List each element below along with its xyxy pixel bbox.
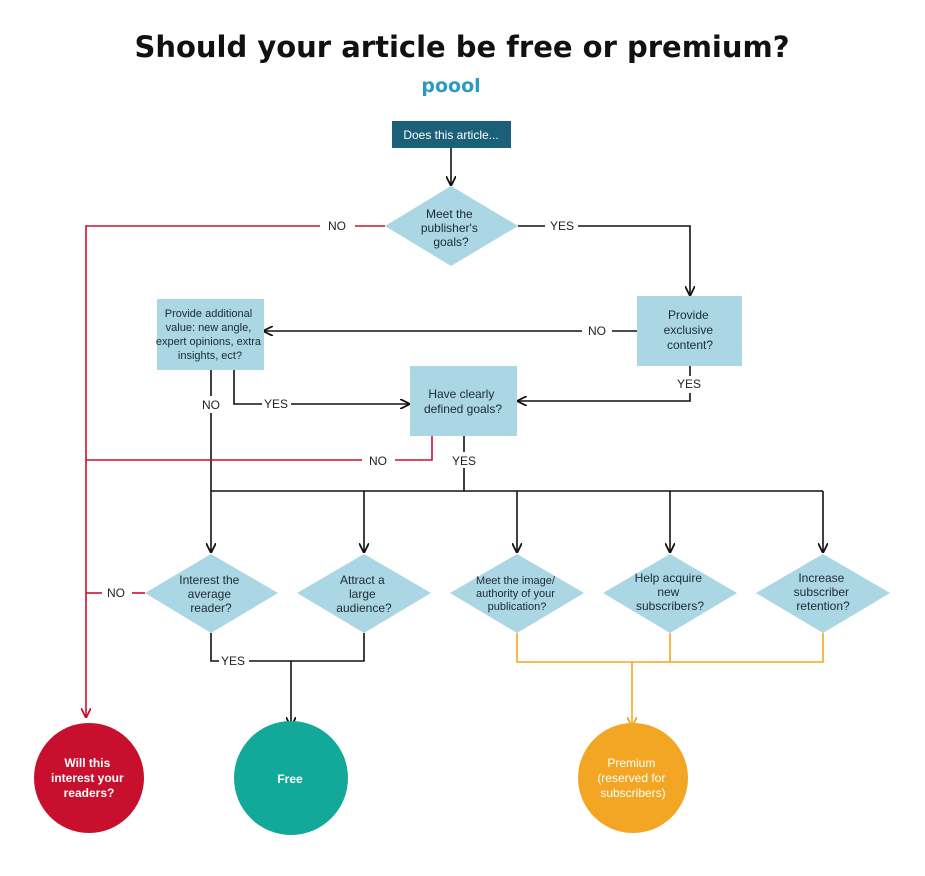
edge-label-free-yes: YES bbox=[221, 654, 245, 668]
free-terminal-label: Free bbox=[277, 772, 303, 786]
page-title: Should your article be free or premium? bbox=[134, 30, 789, 64]
retention-diamond bbox=[756, 554, 890, 633]
edge-label-exclusive-no: NO bbox=[588, 324, 606, 338]
edge-label-interest-no: NO bbox=[107, 586, 125, 600]
start-label: Does this article... bbox=[403, 128, 498, 142]
edge-label-goals-no: NO bbox=[328, 219, 346, 233]
start-box bbox=[392, 121, 511, 148]
red-connectors bbox=[86, 225, 433, 717]
additional-value-label: Provide additional value: new angle, exp… bbox=[156, 308, 264, 362]
interest-label: Interest the average reader? bbox=[179, 573, 242, 615]
image-diamond bbox=[450, 554, 584, 633]
image-label: Meet the image/ authority of your public… bbox=[476, 575, 558, 613]
readers-terminal bbox=[34, 723, 144, 833]
goals-diamond bbox=[385, 186, 518, 266]
edge-label-defined-yes: YES bbox=[452, 454, 476, 468]
attract-label: Attract a large audience? bbox=[336, 573, 392, 615]
premium-terminal bbox=[578, 723, 688, 833]
attract-diamond bbox=[297, 554, 431, 633]
defined-goals-label: Have clearly defined goals? bbox=[424, 387, 502, 416]
edge-label-exclusive-yes: YES bbox=[677, 377, 701, 391]
goals-label: Meet the publisher's goals? bbox=[421, 207, 481, 249]
edge-label-additional-yes: YES bbox=[264, 397, 288, 411]
poool-logo: poool bbox=[421, 75, 480, 97]
exclusive-box bbox=[637, 296, 742, 366]
exclusive-label: Provide exclusive content? bbox=[664, 308, 717, 352]
readers-terminal-label: Will this interest your readers? bbox=[51, 756, 127, 800]
additional-value-box bbox=[157, 299, 264, 370]
edge-label-defined-no: NO bbox=[369, 454, 387, 468]
interest-diamond bbox=[145, 554, 278, 633]
orange-connectors bbox=[516, 633, 824, 726]
acquire-diamond bbox=[603, 554, 737, 633]
premium-terminal-label: Premium (reserved for subscribers) bbox=[597, 756, 668, 800]
free-terminal bbox=[234, 721, 348, 835]
edge-label-additional-no: NO bbox=[202, 398, 220, 412]
acquire-label: Help acquire new subscribers? bbox=[635, 571, 706, 613]
black-connectors bbox=[211, 148, 823, 726]
retention-label: Increase subscriber retention? bbox=[794, 571, 853, 613]
defined-goals-box bbox=[410, 366, 517, 436]
edge-label-goals-yes: YES bbox=[550, 219, 574, 233]
